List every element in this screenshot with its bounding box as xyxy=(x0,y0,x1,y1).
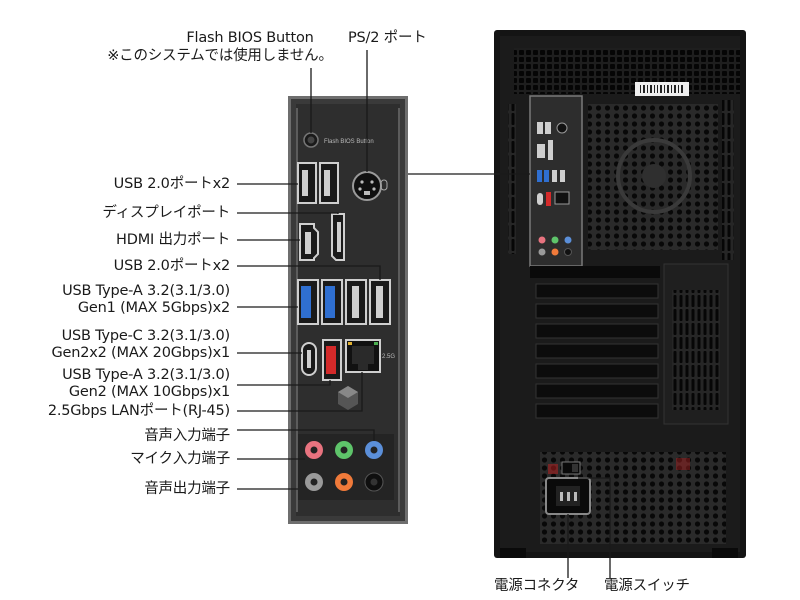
hdmi-label: HDMI 出力ポート xyxy=(116,232,230,248)
lan-port-icon xyxy=(345,339,381,373)
brand-logo-icon xyxy=(338,386,358,410)
flash-bios-button-icon xyxy=(303,132,319,148)
usb20-mid-label: USB 2.0ポートx2 xyxy=(113,258,231,274)
ps2-port-icon xyxy=(352,171,388,201)
leader-lan xyxy=(237,372,363,412)
pc-case-rear xyxy=(494,30,746,558)
usb-c-port-icon xyxy=(301,342,317,376)
hdmi-port-icon xyxy=(299,223,319,261)
leader-displayport xyxy=(237,212,339,214)
leader-power-switch xyxy=(578,477,611,578)
lan-speed-panel-print: 2.5G xyxy=(382,354,395,360)
usb32-gen1-label-line1: USB Type-A 3.2(3.1/3.0) xyxy=(62,283,230,299)
usb20-top-label: USB 2.0ポートx2 xyxy=(113,176,231,192)
displayport-label: ディスプレイポート xyxy=(102,205,230,221)
ps2-port-label: PS/2 ポート xyxy=(348,30,427,46)
power-switch-icon xyxy=(561,461,581,475)
flash-bios-label-line2: ※このシステムでは使用しません。 xyxy=(107,48,333,64)
lan-label: 2.5Gbps LANポート(RJ-45) xyxy=(47,403,230,419)
usb-c-label-line2: Gen2x2 (MAX 20Gbps)x1 xyxy=(51,345,230,361)
audio-jacks-icon xyxy=(298,434,394,500)
flash-bios-label-line1: Flash BIOS Button xyxy=(186,30,314,46)
usb32-gen2-label-line2: Gen2 (MAX 10Gbps)x1 xyxy=(68,384,230,400)
usb32-gen1-label-line2: Gen1 (MAX 5Gbps)x2 xyxy=(77,300,230,316)
leader-audio-in xyxy=(237,429,375,441)
flash-bios-panel-print: Flash BIOS Button xyxy=(324,139,374,145)
expansion-slots xyxy=(535,283,659,419)
power-connector-icon xyxy=(545,477,591,515)
usb32-gen2-port-icon xyxy=(322,339,342,381)
audio-in-label: 音声入力端子 xyxy=(144,428,230,444)
usb20-top-ports-icon xyxy=(297,162,339,204)
leader-usb32-gen2 xyxy=(237,380,331,386)
audio-out-label: 音声出力端子 xyxy=(144,481,230,497)
usb-c-label-line1: USB Type-C 3.2(3.1/3.0) xyxy=(61,328,231,344)
usb32-gen1-ports-icon xyxy=(297,279,343,325)
flash-bios-panel-print-text: Flash BIOS Button xyxy=(324,139,374,145)
usb20-mid-ports-icon xyxy=(345,279,391,325)
power-connector-label: 電源コネクタ xyxy=(494,578,580,594)
usb32-gen2-label-line1: USB Type-A 3.2(3.1/3.0) xyxy=(62,367,230,383)
leader-usb20-mid xyxy=(237,265,381,280)
displayport-icon xyxy=(331,213,345,261)
lan-speed-panel-print-text: 2.5G xyxy=(382,354,395,360)
mic-in-label: マイク入力端子 xyxy=(130,451,230,467)
callout-lines xyxy=(237,50,611,578)
power-switch-label: 電源スイッチ xyxy=(604,578,690,594)
